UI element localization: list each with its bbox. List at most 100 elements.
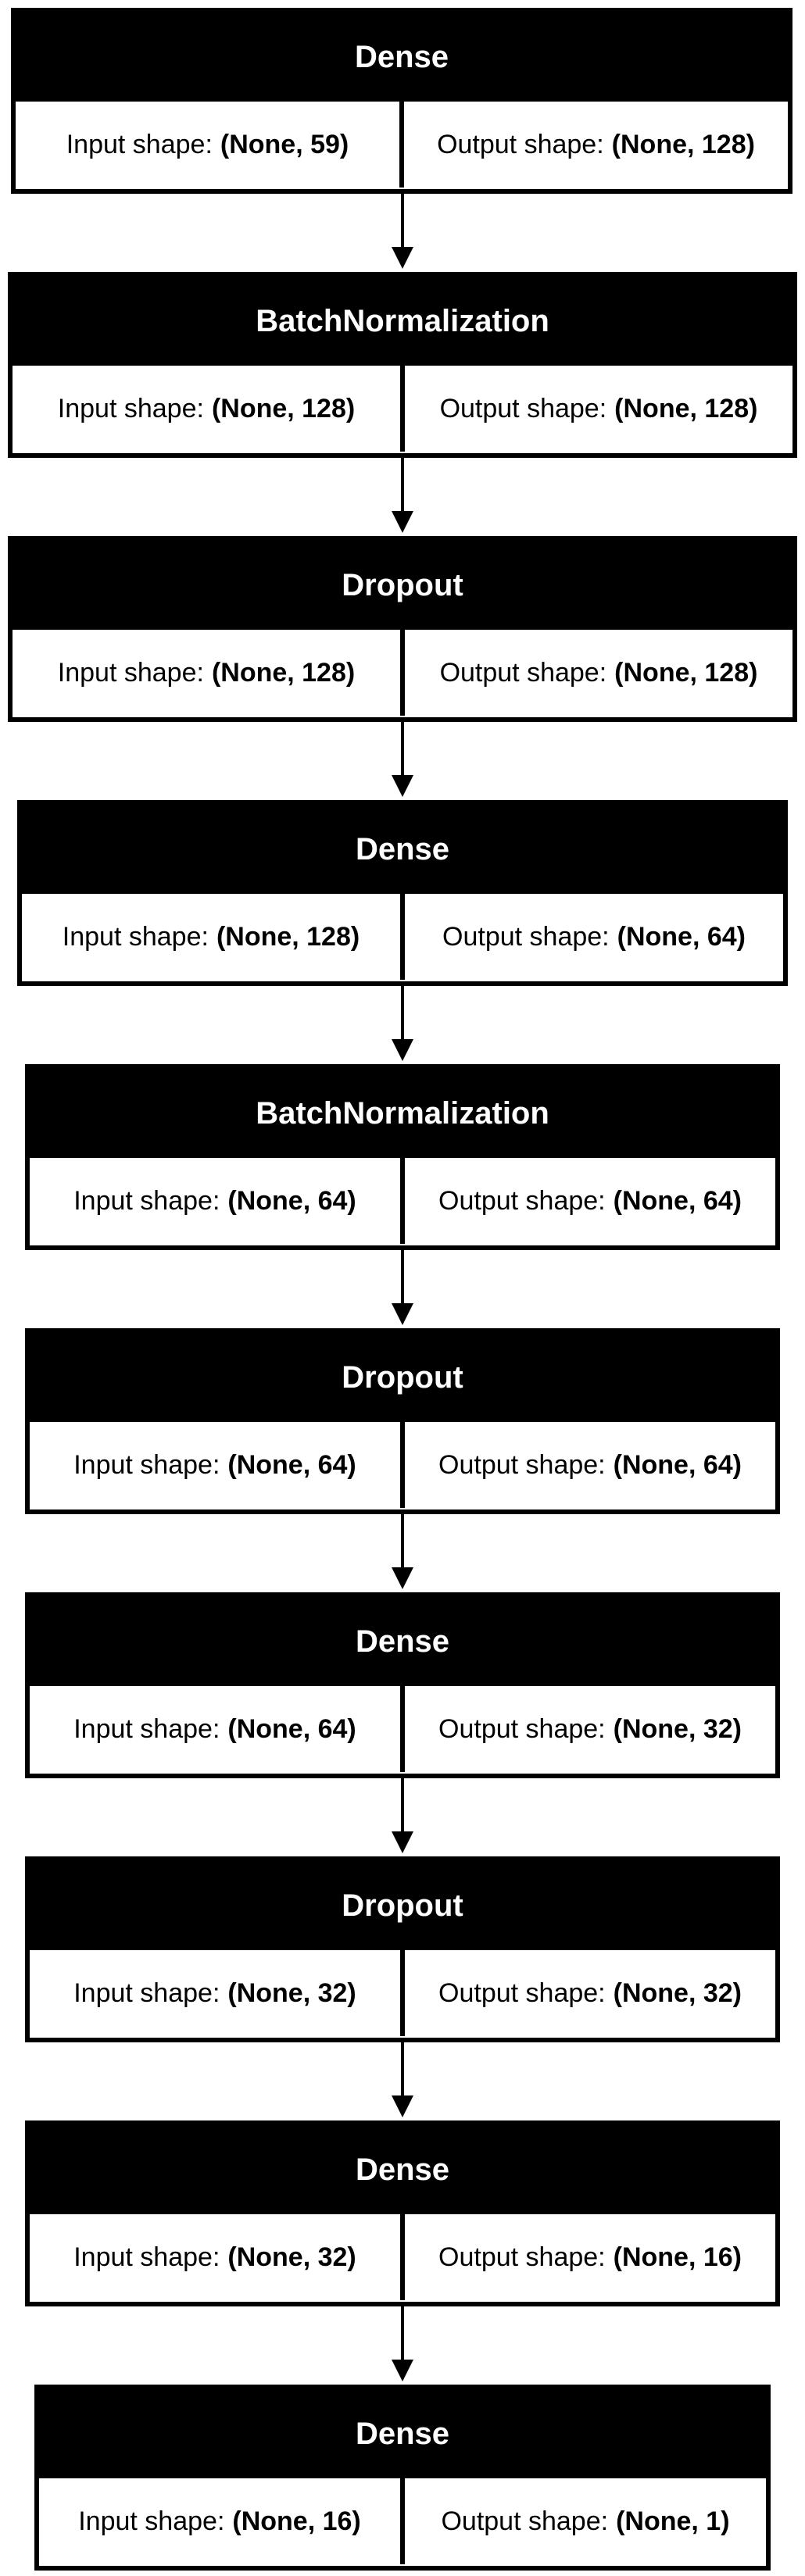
input-shape: Input shape:(None, 64)	[30, 1158, 400, 1244]
input-shape: Input shape:(None, 16)	[39, 2478, 400, 2564]
output-shape: Output shape:(None, 64)	[400, 1158, 775, 1244]
output-shape-value: (None, 64)	[613, 1185, 742, 1216]
connector-line	[401, 2042, 404, 2095]
layer-name: Dropout	[30, 1333, 775, 1422]
input-shape-value: (None, 32)	[227, 1978, 356, 2008]
output-shape-label: Output shape:	[438, 1978, 606, 2008]
output-shape-label: Output shape:	[442, 921, 610, 952]
output-shape-value: (None, 128)	[614, 657, 758, 688]
output-shape-label: Output shape:	[441, 2506, 609, 2536]
layer-node: Dropout Input shape:(None, 32) Output sh…	[25, 1856, 780, 2042]
output-shape-label: Output shape:	[437, 129, 604, 159]
input-shape: Input shape:(None, 59)	[16, 102, 399, 188]
output-shape-value: (None, 128)	[611, 129, 755, 159]
layer-node: BatchNormalization Input shape:(None, 64…	[25, 1064, 780, 1250]
layer-name: Dense	[30, 2125, 775, 2214]
layer-name: Dense	[16, 13, 788, 102]
arrow-down-icon	[392, 2360, 413, 2381]
input-shape-value: (None, 128)	[216, 921, 360, 952]
layer-name: Dense	[39, 2389, 766, 2478]
input-shape-value: (None, 128)	[211, 657, 356, 688]
layer-node: Dense Input shape:(None, 32) Output shap…	[25, 2120, 780, 2306]
connector-line	[401, 1250, 404, 1303]
layer-shapes: Input shape:(None, 128) Output shape:(No…	[13, 366, 792, 452]
output-shape-value: (None, 32)	[613, 1713, 742, 1744]
arrow-down-icon	[392, 1831, 413, 1853]
input-shape-value: (None, 64)	[227, 1185, 356, 1216]
arrow-down-icon	[392, 2095, 413, 2117]
input-shape: Input shape:(None, 128)	[22, 894, 400, 980]
layer-shapes: Input shape:(None, 128) Output shape:(No…	[22, 894, 783, 980]
arrow-down-icon	[392, 247, 413, 269]
input-shape-label: Input shape:	[57, 393, 204, 423]
input-shape: Input shape:(None, 64)	[30, 1422, 400, 1508]
layer-name: Dense	[22, 805, 783, 894]
input-shape-value: (None, 64)	[227, 1713, 356, 1744]
arrow-down-icon	[392, 1567, 413, 1589]
output-shape: Output shape:(None, 32)	[400, 1686, 775, 1772]
input-shape-label: Input shape:	[66, 129, 213, 159]
input-shape: Input shape:(None, 32)	[30, 2214, 400, 2300]
input-shape-label: Input shape:	[73, 2242, 220, 2272]
input-shape-value: (None, 59)	[220, 129, 349, 159]
input-shape: Input shape:(None, 128)	[13, 630, 400, 716]
input-shape-label: Input shape:	[78, 2506, 225, 2536]
layer-node: Dense Input shape:(None, 64) Output shap…	[25, 1592, 780, 1778]
connector-line	[401, 194, 404, 247]
layer-node: Dropout Input shape:(None, 128) Output s…	[8, 536, 797, 722]
output-shape: Output shape:(None, 128)	[399, 102, 788, 188]
layer-node: BatchNormalization Input shape:(None, 12…	[8, 272, 797, 458]
connector-line	[401, 458, 404, 511]
output-shape-value: (None, 16)	[613, 2242, 742, 2272]
output-shape-value: (None, 1)	[616, 2506, 730, 2536]
layer-shapes: Input shape:(None, 64) Output shape:(Non…	[30, 1158, 775, 1244]
layer-name: BatchNormalization	[30, 1069, 775, 1158]
arrow-down-icon	[392, 511, 413, 533]
input-shape-label: Input shape:	[73, 1978, 220, 2008]
output-shape: Output shape:(None, 128)	[400, 366, 792, 452]
output-shape-value: (None, 64)	[617, 921, 746, 952]
input-shape-value: (None, 128)	[211, 393, 356, 423]
output-shape-value: (None, 32)	[613, 1978, 742, 2008]
input-shape: Input shape:(None, 128)	[13, 366, 400, 452]
connector-line	[401, 1778, 404, 1831]
connector-line	[401, 722, 404, 775]
layer-name: Dropout	[13, 541, 792, 630]
input-shape-label: Input shape:	[73, 1449, 220, 1480]
output-shape-label: Output shape:	[438, 2242, 606, 2272]
connector-line	[401, 986, 404, 1039]
input-shape-label: Input shape:	[62, 921, 209, 952]
arrow-down-icon	[392, 1303, 413, 1325]
layer-name: Dropout	[30, 1861, 775, 1950]
output-shape: Output shape:(None, 64)	[400, 894, 783, 980]
output-shape-value: (None, 128)	[614, 393, 758, 423]
layer-shapes: Input shape:(None, 59) Output shape:(Non…	[16, 102, 788, 188]
layer-node: Dropout Input shape:(None, 64) Output sh…	[25, 1328, 780, 1514]
arrow-down-icon	[392, 1039, 413, 1061]
output-shape: Output shape:(None, 1)	[400, 2478, 766, 2564]
input-shape-value: (None, 16)	[232, 2506, 361, 2536]
layer-shapes: Input shape:(None, 64) Output shape:(Non…	[30, 1422, 775, 1508]
connector-line	[401, 1514, 404, 1567]
output-shape-label: Output shape:	[438, 1185, 606, 1216]
layer-node: Dense Input shape:(None, 59) Output shap…	[11, 8, 792, 194]
output-shape: Output shape:(None, 128)	[400, 630, 792, 716]
output-shape: Output shape:(None, 16)	[400, 2214, 775, 2300]
connector-line	[401, 2306, 404, 2360]
layer-name: Dense	[30, 1597, 775, 1686]
layer-shapes: Input shape:(None, 64) Output shape:(Non…	[30, 1686, 775, 1772]
layer-shapes: Input shape:(None, 32) Output shape:(Non…	[30, 1950, 775, 2036]
layer-shapes: Input shape:(None, 16) Output shape:(Non…	[39, 2478, 766, 2564]
input-shape-label: Input shape:	[73, 1713, 220, 1744]
output-shape-label: Output shape:	[439, 393, 607, 423]
input-shape-value: (None, 64)	[227, 1449, 356, 1480]
layer-node: Dense Input shape:(None, 16) Output shap…	[34, 2385, 771, 2571]
input-shape: Input shape:(None, 64)	[30, 1686, 400, 1772]
arrow-down-icon	[392, 775, 413, 797]
output-shape-value: (None, 64)	[613, 1449, 742, 1480]
layer-node: Dense Input shape:(None, 128) Output sha…	[17, 800, 788, 986]
output-shape-label: Output shape:	[439, 657, 607, 688]
input-shape-value: (None, 32)	[227, 2242, 356, 2272]
layer-name: BatchNormalization	[13, 277, 792, 366]
